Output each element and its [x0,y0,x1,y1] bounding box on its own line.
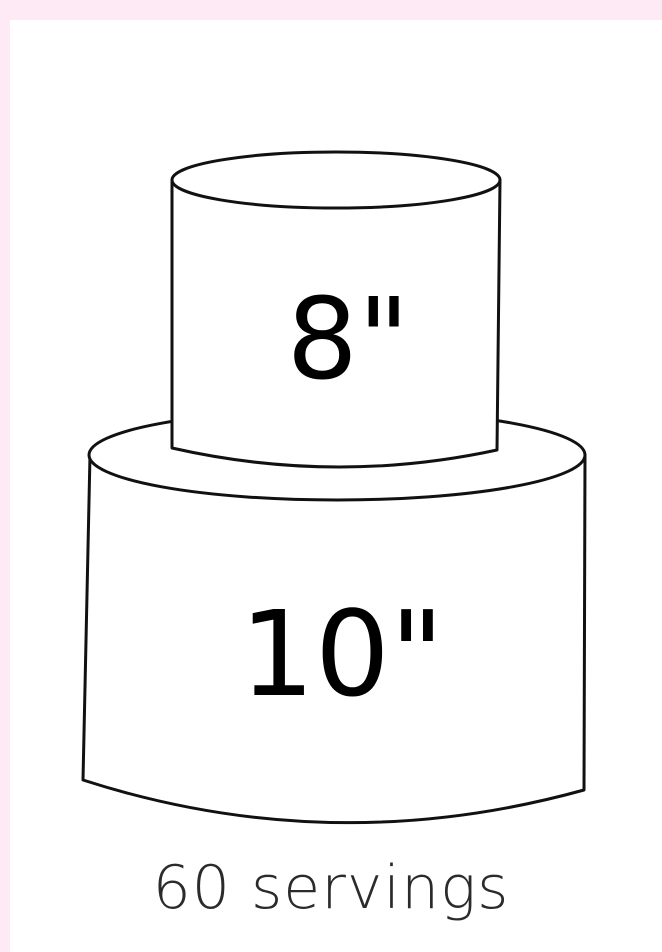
servings-caption: 60 servings [0,858,662,918]
top-tier-size-label: 8" [287,275,410,405]
bottom-tier-size-label: 10" [240,585,444,723]
top-tier-top-rim [172,152,500,208]
